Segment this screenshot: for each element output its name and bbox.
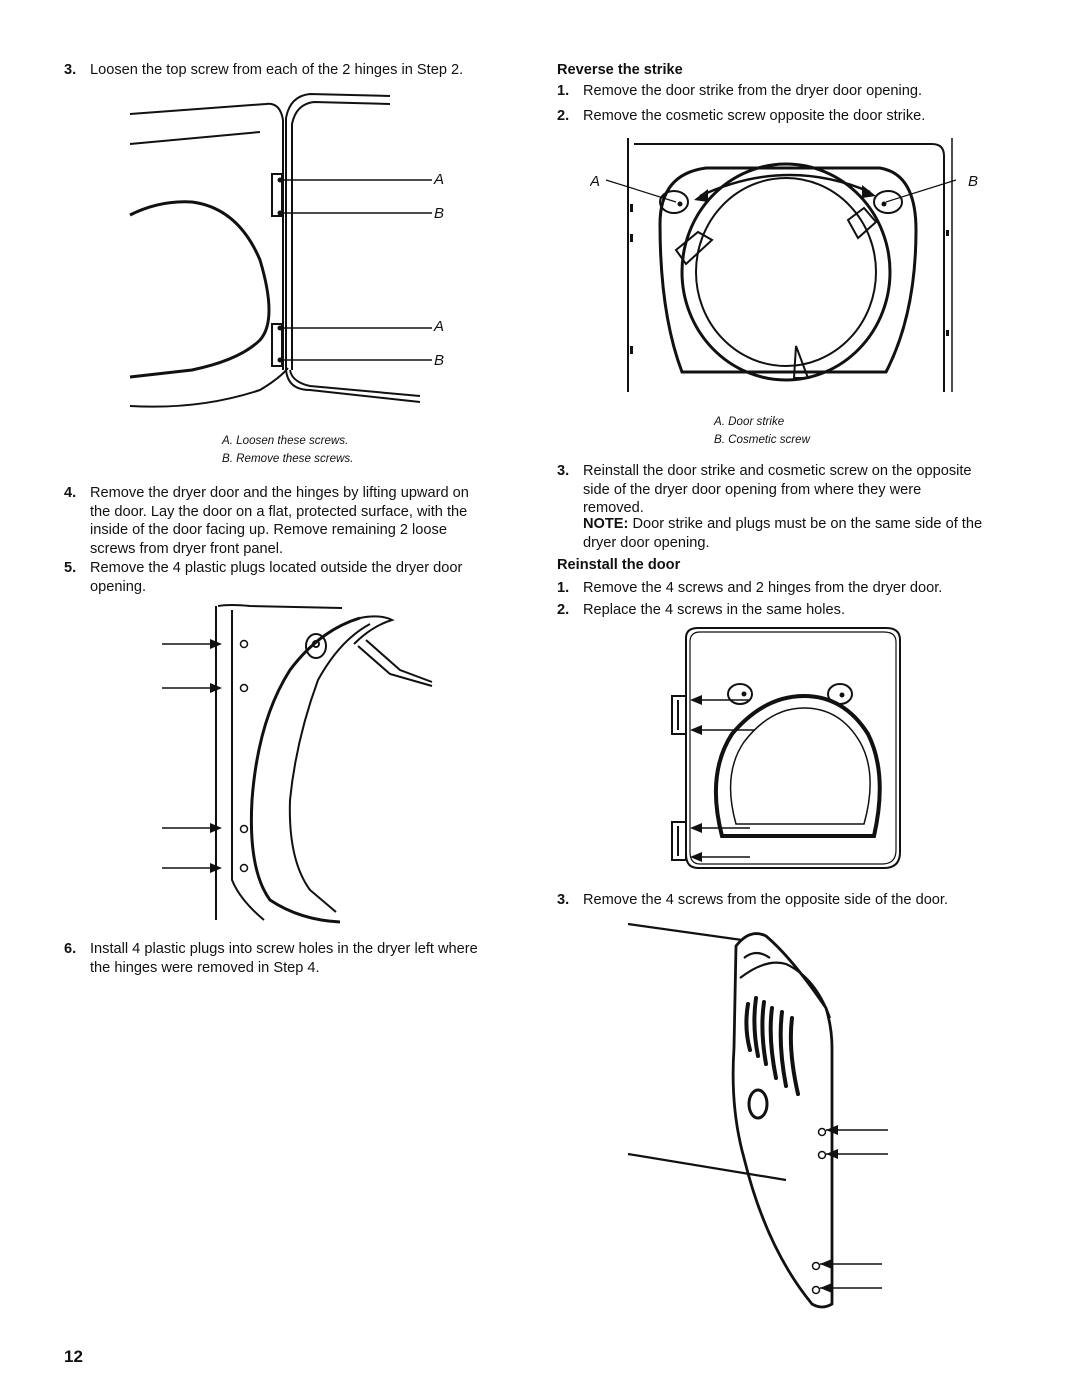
callout-a-bottom: A [433,318,444,335]
caption-b: B. Remove these screws. [222,451,354,465]
plastic-plugs-figure [160,600,440,930]
callout-door-strike: A [590,173,600,190]
note-label: NOTE: [583,516,629,532]
reverse-strike-heading: Reverse the strike [557,62,683,78]
caption-cosmetic-screw: B. Cosmetic screw [714,432,810,446]
door-side-screws-figure [626,918,896,1310]
hinge-screws-figure: A B A B [120,90,444,420]
callout-a-top: A [433,171,444,188]
callout-cosmetic-screw: B [968,173,978,190]
caption-door-strike: A. Door strike [714,415,785,428]
caption-a: A. Loosen these screws. [222,434,349,447]
callout-b-top: B [434,205,444,222]
reinstall-door-heading: Reinstall the door [557,557,681,573]
page-number: 12 [64,1347,83,1366]
callout-b-bottom: B [434,352,444,369]
fig1-caption: A. Loosen these screws. B. Remove these … [222,432,353,467]
door-strike-figure: A B [590,134,978,396]
door-hinges-figure [664,624,914,874]
note: NOTE: Door strike and plugs must be on t… [583,516,983,551]
fig3-caption: A. Door strike B. Cosmetic screw [714,413,810,448]
